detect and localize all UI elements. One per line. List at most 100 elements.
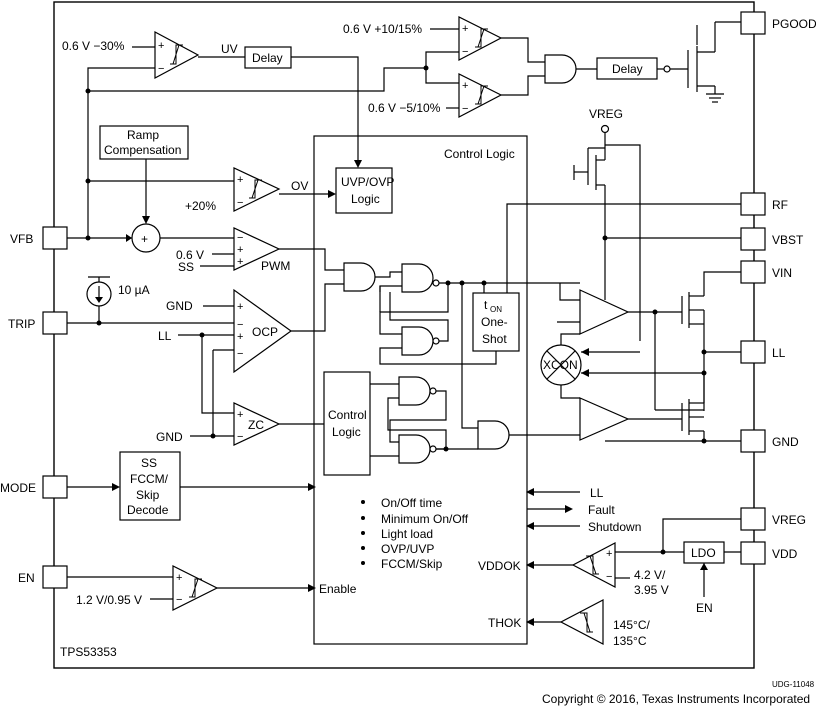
latch-nand-bottom	[401, 326, 434, 356]
high-side-driver	[579, 289, 630, 335]
svg-text:XCON: XCON	[543, 358, 578, 372]
ldo-en-label: EN	[696, 601, 713, 615]
control-logic-inner-block: Control Logic	[323, 371, 371, 476]
low-side-driver	[579, 397, 630, 441]
ocp-comparator: + − + −	[233, 288, 293, 374]
svg-text:+: +	[237, 301, 243, 313]
bootstrap-switch	[573, 147, 606, 238]
pgood-transistor	[670, 21, 741, 103]
vdd-threshold-2: 3.95 V	[634, 583, 669, 597]
svg-text:One-: One-	[481, 315, 508, 329]
pwm-comparator: − + +	[233, 227, 281, 271]
svg-text:VBST: VBST	[772, 233, 804, 247]
svg-text:GND: GND	[772, 435, 799, 449]
svg-text:SS: SS	[141, 456, 157, 470]
svg-text:EN: EN	[18, 571, 35, 585]
pgood-low-comparator: + −	[458, 73, 503, 118]
svg-text:LL: LL	[772, 346, 786, 360]
ton-oneshot-block: t ON One- Shot	[472, 292, 520, 352]
svg-text:VDD: VDD	[772, 547, 798, 561]
svg-text:+: +	[158, 40, 164, 52]
pwm-ss-label: SS	[178, 260, 194, 274]
drawing-id: UDG-11048	[772, 680, 815, 689]
svg-text:TRIP: TRIP	[8, 317, 35, 331]
en-threshold: 1.2 V/0.95 V	[76, 593, 142, 607]
current-source-label: 10 µA	[118, 283, 150, 297]
ov-threshold: +20%	[185, 199, 216, 213]
svg-text:−: −	[237, 319, 243, 331]
pin-gnd: GND	[740, 429, 799, 453]
pgood-and-gate	[544, 54, 577, 84]
svg-text:−: −	[606, 571, 612, 583]
low-side-fet	[681, 390, 741, 442]
pin-ll: LL	[740, 340, 786, 364]
current-source	[86, 276, 112, 323]
svg-text:+: +	[237, 174, 243, 186]
svg-text:Shot: Shot	[482, 332, 507, 346]
svg-text:−: −	[237, 431, 243, 443]
thok-comparator	[559, 599, 604, 645]
svg-text:Minimum On/Off: Minimum On/Off	[381, 512, 469, 526]
control-logic-title: Control Logic	[444, 147, 515, 161]
pin-vbst: VBST	[740, 227, 804, 251]
svg-text:UVP/OVP: UVP/OVP	[341, 175, 394, 189]
pwm-and-gate	[343, 262, 376, 292]
uv-delay-block: Delay	[244, 46, 292, 69]
pwm-label: PWM	[261, 259, 290, 273]
pg-high-threshold: 0.6 V +10/15%	[343, 22, 422, 36]
enable-label: Enable	[319, 582, 357, 596]
vreg-top-label: VREG	[589, 107, 623, 121]
ss-fccm-skip-decode-block: SS FCCM/ Skip Decode	[119, 451, 181, 521]
ov-comparator: + −	[233, 167, 281, 212]
control-logic-box	[313, 135, 528, 645]
pin-vreg: VREG	[740, 507, 806, 531]
svg-text:Delay: Delay	[612, 62, 643, 76]
svg-text:VIN: VIN	[772, 266, 792, 280]
svg-text:PGOOD: PGOOD	[772, 17, 816, 31]
chip-name: TPS53353	[60, 645, 117, 659]
zc-comparator: + −	[233, 402, 281, 446]
ov-label: OV	[291, 179, 308, 193]
svg-text:FCCM/: FCCM/	[130, 472, 169, 486]
svg-text:Control: Control	[328, 408, 367, 422]
svg-text:−: −	[237, 348, 243, 360]
vddok-comparator: + −	[571, 542, 616, 588]
ll-signal-label: LL	[590, 486, 604, 500]
pin-mode: MODE	[0, 475, 68, 499]
pin-pgood: PGOOD	[740, 11, 816, 35]
en-comparator: + −	[172, 565, 219, 611]
svg-text:Decode: Decode	[127, 503, 169, 517]
uvp-ovp-logic-block: UVP/OVP Logic	[335, 167, 394, 214]
svg-text:Logic: Logic	[332, 425, 361, 439]
svg-text:+: +	[237, 409, 243, 421]
svg-text:+: +	[237, 244, 243, 256]
pin-en: EN	[18, 565, 68, 589]
zc-label: ZC	[248, 418, 264, 432]
ldo-block: LDO	[683, 541, 725, 564]
svg-text:MODE: MODE	[0, 481, 36, 495]
svg-text:Skip: Skip	[136, 488, 160, 502]
copyright: Copyright © 2016, Texas Instruments Inco…	[542, 692, 810, 706]
vdd-threshold-1: 4.2 V/	[634, 568, 666, 582]
svg-text:Ramp: Ramp	[127, 128, 159, 142]
ocp-ll-label: LL	[158, 329, 172, 343]
svg-text:OVP/UVP: OVP/UVP	[381, 542, 434, 556]
pin-vin: VIN	[740, 260, 792, 284]
shutdown-signal-label: Shutdown	[588, 520, 641, 534]
svg-text:+: +	[237, 331, 243, 343]
svg-text:−: −	[176, 594, 182, 606]
svg-text:ON: ON	[490, 305, 502, 314]
xcon-block: XCON	[540, 344, 582, 386]
pg-low-threshold: 0.6 V −5/10%	[368, 101, 441, 115]
pin-trip: TRIP	[8, 311, 68, 335]
svg-text:+: +	[606, 548, 612, 560]
svg-text:+: +	[462, 23, 468, 35]
svg-text:VFB: VFB	[10, 232, 33, 246]
pgood-delay-block: Delay	[596, 57, 658, 80]
ocp-label: OCP	[252, 325, 278, 339]
low-side-and-gate	[477, 420, 510, 450]
svg-text:−: −	[462, 46, 468, 58]
svg-text:Light load: Light load	[381, 527, 433, 541]
summing-plus: +	[141, 232, 148, 246]
